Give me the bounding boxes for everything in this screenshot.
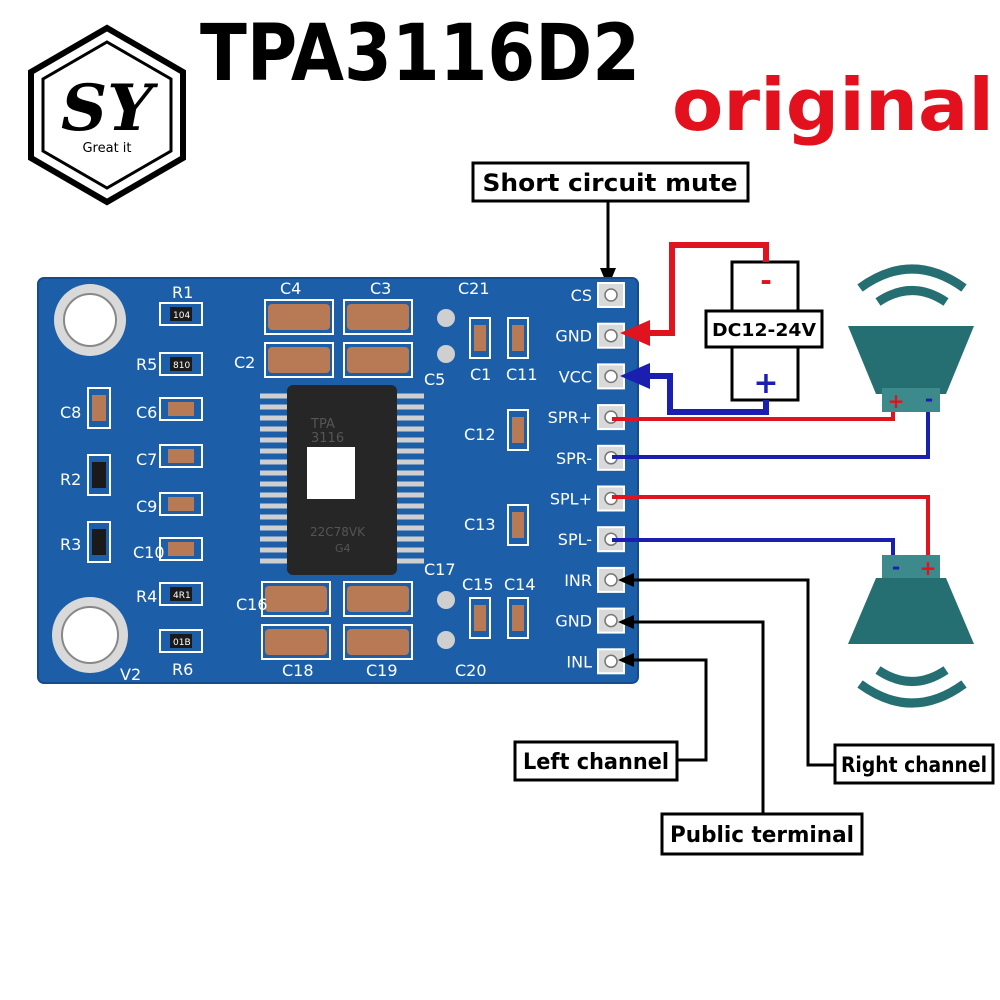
original-badge: original: [672, 63, 994, 147]
speaker-right: + -: [848, 264, 974, 413]
silk-r1: R1: [172, 283, 193, 302]
silk-c6: C6: [136, 403, 157, 422]
silk-c4: C4: [280, 279, 301, 298]
callout-left-channel-label: Left channel: [523, 750, 669, 775]
pin-label-6: SPL-: [558, 530, 592, 549]
wire-vcc-blue: [620, 363, 769, 415]
silk-c12: C12: [464, 425, 496, 444]
silk-c5: C5: [424, 370, 445, 389]
silk-r4: R4: [136, 587, 157, 606]
pin-label-9: INL: [566, 652, 592, 671]
wire-spr-negative: [612, 402, 930, 459]
silk-c2: C2: [234, 353, 255, 372]
pin-label-2: VCC: [559, 367, 592, 386]
callout-short-circuit-mute-label: Short circuit mute: [483, 169, 738, 197]
callout-public-terminal: Public terminal: [618, 615, 864, 856]
pin-hole-1: [604, 328, 618, 343]
silk-c20: C20: [455, 661, 487, 680]
power-supply: - DC12-24V +: [704, 260, 824, 402]
resistor-code-r1: 104: [173, 311, 190, 321]
callout-public-terminal-label: Public terminal: [670, 823, 854, 848]
wire-gnd-red: [620, 242, 769, 346]
silk-c10: C10: [133, 543, 165, 562]
silk-c1: C1: [470, 365, 491, 384]
silk-c11: C11: [506, 365, 538, 384]
mounting-hole-bottom: [52, 597, 128, 673]
resistor-code-r5: 810: [173, 361, 190, 371]
supply-negative-symbol: -: [760, 264, 772, 297]
pin-label-0: CS: [571, 286, 592, 305]
large-capacitors: [261, 299, 413, 660]
silk-c3: C3: [370, 279, 391, 298]
wire-spl-negative: [612, 538, 895, 558]
pin-hole-0: [604, 288, 618, 302]
resistor-code-r6: 01B: [173, 638, 191, 648]
callout-left-channel: Left channel: [513, 653, 708, 782]
pin-hole-7: [604, 573, 618, 587]
logo-monogram: SY: [61, 71, 158, 146]
callout-right-channel-label: Right channel: [841, 753, 987, 777]
silk-c7: C7: [136, 450, 157, 469]
pin-header: CS GND VCC SPR+ SPR- SPL+ SPL- INR GND INL: [548, 282, 625, 675]
speaker-right-negative: -: [925, 387, 933, 411]
chip-marking-line4: G4: [335, 542, 351, 555]
silk-r3: R3: [60, 535, 81, 554]
smd-components-left: [87, 302, 529, 653]
silk-v2: V2: [120, 665, 141, 684]
silk-c8: C8: [60, 403, 81, 422]
pin-label-3: SPR+: [548, 408, 592, 427]
pin-label-1: GND: [555, 327, 592, 346]
chip-marking-line1: TPA: [310, 417, 335, 432]
brand-logo: SY Great it: [28, 24, 186, 206]
pin-label-5: SPL+: [550, 490, 592, 509]
speaker-right-positive: +: [888, 389, 905, 413]
supply-voltage-label: DC12-24V: [712, 320, 816, 341]
callout-right-channel: Right channel: [618, 573, 995, 785]
silk-c16: C16: [236, 595, 268, 614]
silk-c15: C15: [462, 575, 494, 594]
amplifier-chip: TPA 3116 22C78VK G4: [260, 385, 424, 575]
pcb-board: TPA 3116 22C78VK G4: [37, 277, 639, 684]
silk-r5: R5: [136, 355, 157, 374]
chip-marking-line2: 3116: [311, 431, 344, 446]
resistor-code-r4: 4R1: [173, 591, 191, 601]
speaker-left: - +: [848, 555, 974, 708]
pin-label-8: GND: [555, 612, 592, 631]
silk-c13: C13: [464, 515, 496, 534]
silk-c21: C21: [458, 279, 490, 298]
chip-marking-line3: 22C78VK: [310, 525, 366, 539]
silk-c19: C19: [366, 661, 398, 680]
silk-r6: R6: [172, 660, 193, 679]
speaker-left-positive: +: [920, 556, 937, 580]
pin-hole-8: [604, 613, 618, 628]
pin-label-4: SPR-: [556, 449, 592, 468]
silk-c9: C9: [136, 497, 157, 516]
logo-tagline: Great it: [82, 141, 131, 156]
mounting-hole-top: [54, 284, 126, 356]
pin-hole-9: [604, 654, 618, 669]
pin-hole-2: [604, 369, 618, 384]
wire-spl-positive: [612, 495, 930, 558]
callout-short-circuit-mute: Short circuit mute: [471, 161, 750, 287]
product-title: TPA3116D2: [200, 9, 640, 99]
speaker-left-negative: -: [892, 555, 900, 579]
silk-c14: C14: [504, 575, 536, 594]
silk-c18: C18: [282, 661, 314, 680]
silk-r2: R2: [60, 470, 81, 489]
supply-positive-symbol: +: [753, 366, 778, 401]
silk-c17: C17: [424, 560, 456, 579]
pin-label-7: INR: [564, 571, 592, 590]
